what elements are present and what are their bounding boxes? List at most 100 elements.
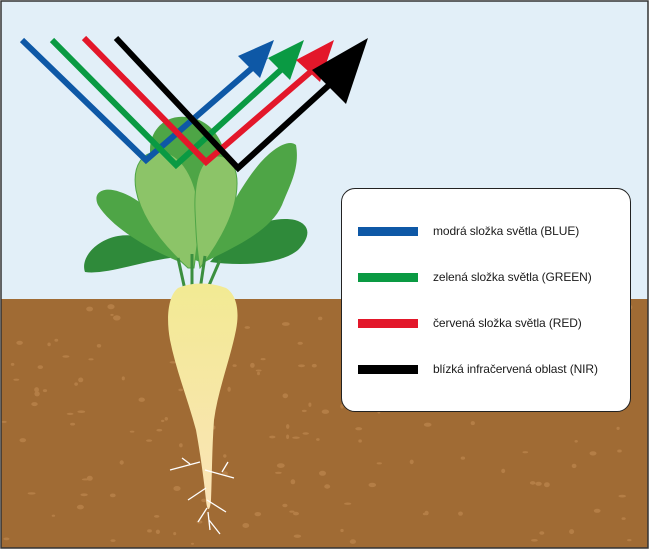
soil-speck [318, 317, 322, 321]
soil-speck [11, 363, 15, 366]
legend-swatch-red [358, 319, 418, 328]
soil-speck [165, 417, 168, 421]
soil-speck [173, 532, 176, 535]
soil-speck [77, 410, 85, 413]
soil-speck [293, 512, 299, 516]
soil-speck [256, 370, 262, 372]
legend-label-nir: blízká infračervená oblast (NIR) [433, 362, 598, 376]
legend-label-blue: modrá složka světla (BLUE) [433, 224, 579, 238]
soil-speck [627, 539, 631, 541]
legend-swatch-green [358, 273, 418, 282]
soil-speck [282, 504, 287, 507]
soil-speck [261, 358, 266, 360]
soil-speck [530, 481, 536, 485]
soil-speck [344, 503, 351, 505]
soil-speck [286, 424, 289, 429]
soil-speck [369, 483, 377, 487]
soil-speck [74, 382, 78, 385]
soil-speck [77, 505, 84, 510]
soil-speck [283, 393, 289, 398]
soil-speck [54, 339, 58, 342]
legend-item-nir: blízká infračervená oblast (NIR) [358, 359, 598, 379]
soil-speck [2, 421, 7, 423]
soil-speck [154, 515, 159, 518]
soil-speck [156, 429, 162, 432]
soil-speck [107, 304, 114, 309]
soil-speck [110, 539, 115, 542]
soil-speck [575, 440, 578, 443]
soil-speck [423, 513, 427, 515]
soil-speck [67, 413, 74, 415]
soil-speck [355, 427, 362, 430]
soil-speck [350, 539, 356, 544]
soil-speck [16, 341, 23, 345]
soil-speck [161, 420, 164, 422]
soil-speck [286, 435, 289, 440]
soil-speck [242, 523, 249, 528]
soil-speck [227, 387, 230, 392]
soil-speck [179, 443, 183, 447]
soil-speck [146, 439, 152, 441]
soil-speck [147, 529, 152, 532]
soil-speck [70, 423, 75, 426]
soil-speck [47, 343, 50, 347]
soil-speck [197, 520, 203, 523]
soil-speck [410, 460, 414, 465]
soil-speck [52, 515, 55, 517]
soil-speck [618, 495, 626, 498]
soil-speck [617, 450, 622, 453]
soil-speck [20, 438, 27, 442]
soil-speck [282, 322, 290, 326]
soil-speck [302, 410, 307, 412]
soil-speck [298, 342, 303, 345]
soil-speck [424, 423, 432, 427]
soil-speck [312, 364, 317, 368]
soil-speck [201, 499, 206, 503]
soil-speck [245, 326, 251, 329]
soil-speck [223, 454, 226, 457]
legend-box: modrá složka světla (BLUE) zelená složka… [341, 188, 631, 412]
soil-speck [233, 364, 237, 367]
soil-speck [303, 432, 309, 434]
legend-item-green: zelená složka světla (GREEN) [358, 267, 592, 287]
soil-speck [130, 431, 135, 433]
legend-item-blue: modrá složka světla (BLUE) [358, 221, 579, 241]
soil-speck [257, 372, 260, 375]
soil-speck [291, 479, 296, 484]
soil-speck [86, 307, 93, 312]
soil-speck [539, 531, 544, 535]
soil-speck [289, 511, 294, 513]
soil-speck [340, 529, 343, 532]
soil-speck [28, 492, 36, 494]
soil-speck [622, 517, 626, 520]
soil-speck [178, 389, 183, 392]
legend-swatch-nir [358, 365, 418, 374]
soil-speck [275, 472, 282, 474]
soil-speck [87, 476, 93, 481]
soil-speck [319, 471, 326, 476]
soil-speck [617, 427, 620, 430]
soil-speck [531, 539, 538, 542]
soil-speck [110, 314, 113, 316]
soil-speck [78, 378, 83, 383]
soil-speck [461, 457, 465, 460]
soil-speck [324, 484, 330, 488]
soil-speck [316, 438, 320, 441]
soil-speck [322, 410, 329, 414]
soil-speck [173, 486, 180, 491]
soil-speck [88, 358, 93, 360]
soil-speck [113, 315, 121, 320]
soil-speck [569, 529, 574, 534]
soil-speck [13, 379, 19, 381]
soil-speck [298, 364, 305, 367]
soil-speck [80, 493, 87, 496]
soil-speck [471, 421, 475, 425]
soil-speck [544, 482, 550, 487]
soil-speck [43, 389, 47, 392]
legend-swatch-blue [358, 227, 418, 236]
soil-speck [594, 509, 601, 513]
soil-speck [62, 355, 69, 357]
soil-speck [269, 436, 275, 439]
legend-item-red: červená složka světla (RED) [358, 313, 582, 333]
soil-speck [139, 398, 145, 402]
